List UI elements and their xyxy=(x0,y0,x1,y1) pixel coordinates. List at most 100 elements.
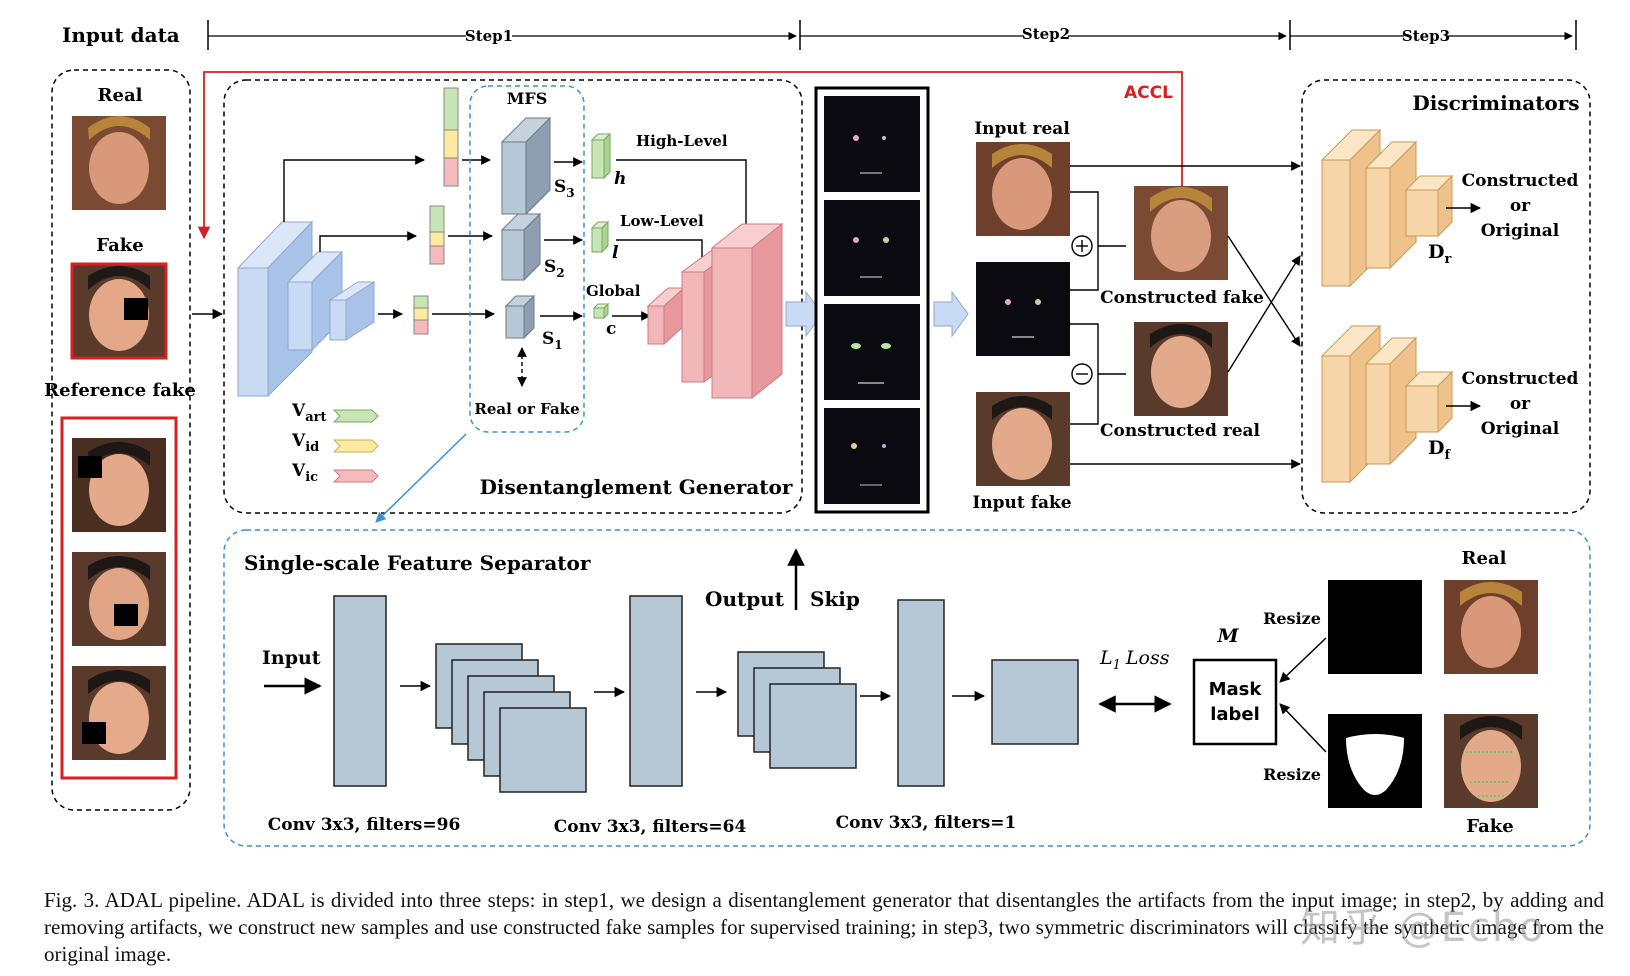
low-level-vector xyxy=(590,220,610,254)
dr-output-line2: or xyxy=(1510,196,1531,216)
mask-label-line2: label xyxy=(1210,704,1260,725)
discriminators-panel xyxy=(1301,79,1591,514)
separator-flow-arrows xyxy=(400,548,1172,713)
figure-caption: Fig. 3. ADAL pipeline. ADAL is divided i… xyxy=(44,888,1604,966)
input-real-label: Real xyxy=(98,85,143,106)
high-level-vector xyxy=(590,132,612,180)
resize-arrows xyxy=(1279,637,1327,753)
v-art-label: Vart xyxy=(291,401,326,425)
construction-connectors xyxy=(1070,191,1126,425)
conv1-label: Conv 3x3, filters=1 xyxy=(836,813,1017,833)
mfs-to-separator-link xyxy=(375,433,467,523)
df-label: Df xyxy=(1428,437,1451,463)
input-data-label: Input data xyxy=(62,23,180,47)
constructed-fake-label: Constructed fake xyxy=(1100,288,1264,308)
separator-real-label: Real xyxy=(1462,548,1507,569)
mask-label-box xyxy=(1192,658,1278,746)
input-fake-image xyxy=(976,392,1070,486)
mfs-s3-block xyxy=(500,116,552,216)
input-real-image xyxy=(976,142,1070,236)
input-data-panel xyxy=(51,69,191,811)
separator-title: Single-scale Feature Separator xyxy=(244,551,591,575)
s2-label: S2 xyxy=(544,257,565,280)
constructed-fake-image xyxy=(1134,186,1228,280)
high-level-label: High-Level xyxy=(636,132,728,150)
real-or-fake-label: Real or Fake xyxy=(474,400,579,418)
fake-mask-image xyxy=(1328,714,1422,808)
global-label: Global xyxy=(586,282,641,300)
mask-label-line1: Mask xyxy=(1209,679,1263,700)
dr-label: Dr xyxy=(1428,241,1451,267)
fake-face-image xyxy=(70,262,168,360)
generator-output-arrow xyxy=(785,290,823,338)
low-level-label: Low-Level xyxy=(620,212,704,230)
step3-label: Step3 xyxy=(1402,27,1450,45)
discriminator-df-blocks xyxy=(1320,324,1454,484)
real-mask-image xyxy=(1328,580,1422,674)
resize-bottom-label: Resize xyxy=(1263,765,1321,784)
input-fake-label: Input fake xyxy=(972,493,1071,513)
s1-label: S1 xyxy=(542,329,563,352)
resize-top-label: Resize xyxy=(1263,609,1321,628)
separator-fake-label: Fake xyxy=(1466,816,1513,837)
discriminator-dr-blocks xyxy=(1320,128,1454,288)
c-label: c xyxy=(606,319,616,339)
conv64-label: Conv 3x3, filters=64 xyxy=(554,817,747,837)
mfs-box xyxy=(469,85,585,433)
mfs-s2-block xyxy=(500,212,542,282)
df-output-line1: Constructed xyxy=(1462,369,1579,389)
reference-fake-image-1 xyxy=(72,438,166,532)
generator-title: Disentanglement Generator xyxy=(480,475,793,499)
accl-label: ACCL xyxy=(1124,83,1173,103)
legend: Vart Vid Vic xyxy=(291,401,379,485)
step-timeline xyxy=(207,20,1577,50)
reference-fake-frame xyxy=(60,416,178,780)
h-label: h xyxy=(614,169,626,189)
reference-fake-label: Reference fake xyxy=(44,380,196,401)
separator-fake-image xyxy=(1444,714,1538,808)
artifact-maps xyxy=(824,96,920,504)
encoder-blocks xyxy=(236,220,376,398)
feature-separator-panel xyxy=(223,529,1591,847)
reference-fake-image-3 xyxy=(72,666,166,760)
separator-input-label: Input xyxy=(262,647,321,669)
separator-real-image xyxy=(1444,580,1538,674)
mfs-s1-block xyxy=(504,294,536,340)
mfs-label: MFS xyxy=(507,89,548,108)
step2-label: Step2 xyxy=(1022,25,1070,43)
constructed-real-image xyxy=(1134,322,1228,416)
step1-label: Step1 xyxy=(465,27,513,45)
df-output-line2: or xyxy=(1510,394,1531,414)
constructed-real-label: Constructed real xyxy=(1100,421,1261,441)
decoder-blocks xyxy=(646,222,784,400)
encoder-feature-arrows xyxy=(283,155,425,319)
mfs-output-arrows xyxy=(540,157,583,321)
conv96-label: Conv 3x3, filters=96 xyxy=(268,815,461,835)
output-label: Output xyxy=(705,587,785,611)
strip-output-arrow xyxy=(933,290,969,338)
feature-vector-low xyxy=(413,295,429,335)
global-vector xyxy=(592,302,610,320)
s3-label: S3 xyxy=(554,177,575,200)
l-label: l xyxy=(612,243,619,263)
dr-output-line3: Original xyxy=(1481,221,1560,241)
df-output-line3: Original xyxy=(1481,419,1560,439)
real-face-image xyxy=(72,116,166,210)
feature-vector-mid xyxy=(429,205,445,265)
v-art-swatch xyxy=(332,409,379,423)
m-label: M xyxy=(1216,625,1239,647)
v-ic-swatch xyxy=(332,469,379,483)
reference-fake-image-2 xyxy=(72,552,166,646)
accl-feedback-line xyxy=(197,71,1183,240)
separator-layers xyxy=(333,595,1079,793)
input-fake-label: Fake xyxy=(96,235,143,256)
watermark: 知乎 @Echo xyxy=(1300,905,1546,951)
v-ic-label: Vic xyxy=(291,461,318,485)
v-id-swatch xyxy=(332,439,379,453)
v-id-label: Vid xyxy=(291,431,319,455)
vector-to-mfs-arrows xyxy=(432,155,495,319)
skip-label: Skip xyxy=(810,587,860,611)
feature-vector-high xyxy=(443,87,459,187)
